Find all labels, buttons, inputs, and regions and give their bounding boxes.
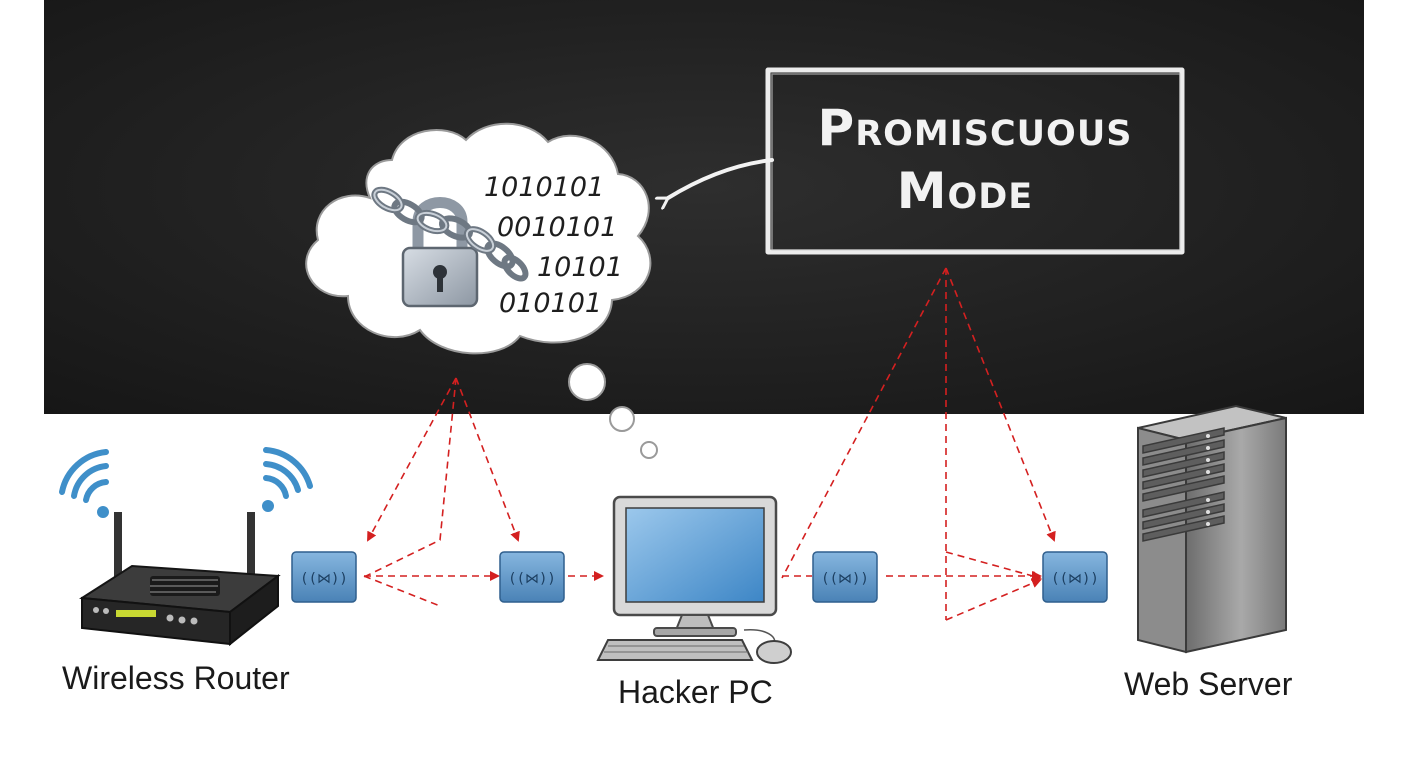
wireless-router (59, 447, 313, 647)
network-packet-icon: ((⋈)) (499, 551, 565, 603)
mouse (756, 640, 792, 664)
network-packet-icon: ((⋈)) (1042, 551, 1108, 603)
wireless-router-label: Wireless Router (62, 660, 290, 696)
network-packet-icon: ((⋈)) (812, 551, 878, 603)
box-title-line2: Mode (897, 162, 1033, 220)
binary-line: 010101 (499, 288, 602, 319)
binary-line: 10101 (537, 252, 623, 283)
binary-line: 0010101 (497, 212, 617, 243)
wifi-signal-icon (262, 447, 313, 512)
padlock-with-chain-icon (371, 186, 529, 308)
thought-cloud (305, 122, 658, 459)
web-server (1137, 404, 1287, 654)
promiscuous-mode-box: Promiscuous Mode (765, 67, 1185, 255)
network-packets: ((⋈)) ((⋈)) ((⋈)) ((⋈)) (291, 551, 1108, 603)
chalkboard (44, 0, 1364, 414)
chalk-arrow (668, 158, 774, 198)
hacker-pc-label: Hacker PC (618, 674, 773, 710)
svg-text:((⋈)): ((⋈)) (508, 571, 556, 587)
wifi-signal-icon (59, 449, 109, 518)
network-packet-icon: ((⋈)) (291, 551, 357, 603)
sniffing-arrows (361, 267, 1056, 621)
keyboard (596, 639, 754, 661)
svg-text:((⋈)): ((⋈)) (300, 571, 348, 587)
binary-data: 1010101 0010101 10101 010101 (484, 172, 623, 319)
hacker-pc (596, 495, 792, 664)
svg-text:((⋈)): ((⋈)) (821, 571, 869, 587)
web-server-label: Web Server (1124, 666, 1293, 702)
box-title-line1: Promiscuous (818, 99, 1133, 157)
binary-line: 1010101 (484, 172, 604, 203)
svg-text:((⋈)): ((⋈)) (1051, 571, 1099, 587)
